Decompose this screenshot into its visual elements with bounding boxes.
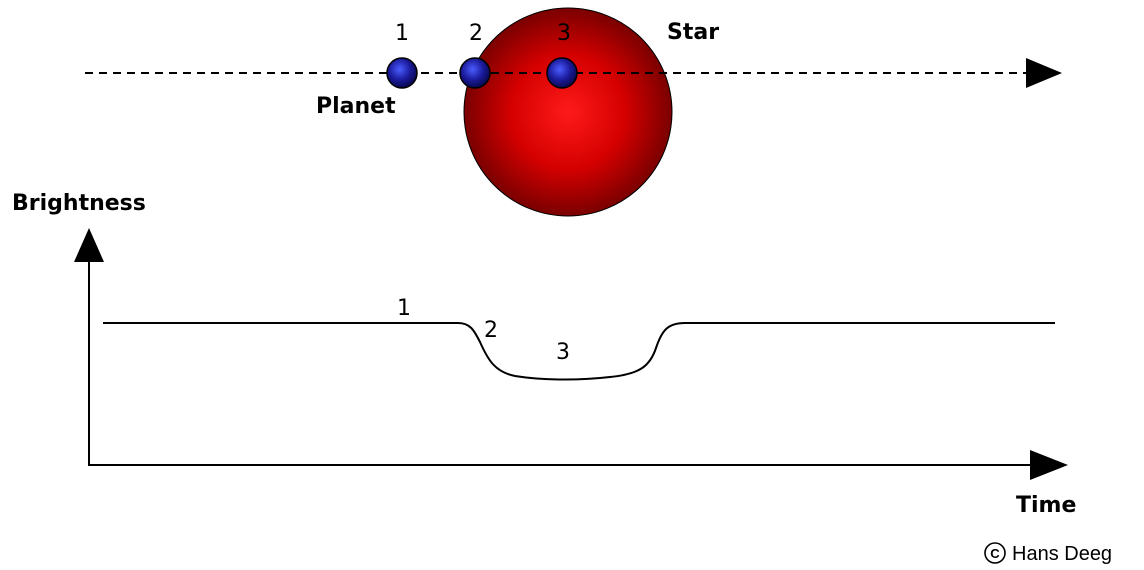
orbit-position-label-2: 2	[469, 21, 483, 46]
credit-text: Hans Deeg	[1012, 543, 1112, 565]
curve-position-label-2: 2	[484, 318, 498, 343]
credit-line: C Hans Deeg	[984, 542, 1112, 565]
orbit-arrowhead	[1026, 58, 1062, 88]
curve-position-label-3: 3	[556, 340, 570, 365]
y-axis-label: Brightness	[12, 191, 146, 216]
copyright-symbol-letter: C	[990, 546, 1000, 561]
copyright-circle-icon	[984, 542, 1006, 564]
curve-position-label-1: 1	[397, 296, 411, 321]
orbit-position-label-1: 1	[395, 21, 409, 46]
orbit-position-label-3: 3	[557, 21, 571, 46]
x-axis-arrowhead	[1030, 450, 1068, 480]
planet-position-3	[546, 57, 578, 89]
x-axis-label: Time	[1016, 493, 1076, 518]
y-axis-arrowhead	[74, 228, 104, 262]
planet-label: Planet	[316, 94, 396, 119]
light-curve-panel: Brightness Time 1 2 3	[12, 191, 1076, 518]
star-label: Star	[667, 20, 719, 45]
star	[463, 7, 673, 217]
brightness-curve	[103, 322, 1055, 381]
planet-position-1	[386, 57, 418, 89]
orbit-panel: 1 2 3 Star Planet	[85, 7, 1062, 217]
planet-position-2	[459, 57, 491, 89]
